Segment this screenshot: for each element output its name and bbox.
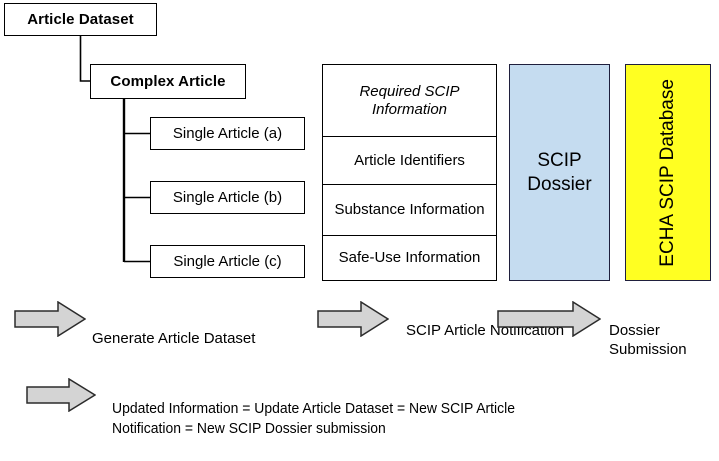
node-echa-scip-database-label: ECHA SCIP Database bbox=[657, 78, 679, 267]
scip-table-row-safe-use-information: Safe-Use Information bbox=[323, 236, 496, 280]
scip-table-row-safe-use-information-label: Safe-Use Information bbox=[338, 249, 481, 267]
scip-table-header-label: Required SCIP Information bbox=[359, 82, 460, 118]
node-single-article-c-label: Single Article (c) bbox=[173, 252, 282, 270]
node-echa-scip-database: ECHA SCIP Database bbox=[625, 64, 711, 281]
node-scip-dossier: SCIP Dossier bbox=[509, 64, 610, 281]
node-scip-dossier-label: SCIP Dossier bbox=[527, 149, 592, 195]
arrow-label-generate-text: Generate Article Dataset bbox=[92, 330, 256, 348]
right-arrow-icon-generate bbox=[14, 301, 86, 337]
node-single-article-b: Single Article (b) bbox=[150, 181, 305, 214]
scip-table-row-substance-information: Substance Information bbox=[323, 185, 496, 237]
scip-table-header: Required SCIP Information bbox=[323, 65, 496, 138]
arrow-label-generate: Generate Article Dataset bbox=[92, 312, 255, 349]
footnote-text: Updated Information = Update Article Dat… bbox=[112, 378, 515, 461]
node-single-article-a: Single Article (a) bbox=[150, 117, 305, 150]
right-arrow-icon-notification bbox=[317, 301, 389, 337]
footnote-line-1: Updated Information = Update Article Dat… bbox=[112, 399, 515, 417]
connector-lines bbox=[79, 36, 150, 263]
node-single-article-c: Single Article (c) bbox=[150, 245, 305, 278]
node-article-dataset-label: Article Dataset bbox=[27, 10, 134, 28]
arrow-label-submission: Dossier Submission bbox=[609, 304, 719, 359]
node-article-dataset: Article Dataset bbox=[4, 3, 157, 36]
right-arrow-icon-update bbox=[26, 378, 96, 412]
scip-table-row-article-identifiers: Article Identifiers bbox=[323, 137, 496, 185]
scip-table-row-substance-information-label: Substance Information bbox=[334, 201, 485, 219]
arrow-label-submission-text: Dossier Submission bbox=[609, 322, 687, 358]
footnote-line-2: Notification = New SCIP Dossier submissi… bbox=[112, 420, 386, 438]
node-single-article-b-label: Single Article (b) bbox=[172, 188, 283, 206]
scip-table-row-article-identifiers-label: Article Identifiers bbox=[354, 151, 465, 169]
node-complex-article: Complex Article bbox=[90, 64, 246, 99]
node-complex-article-label: Complex Article bbox=[110, 72, 226, 90]
right-arrow-icon-submission bbox=[497, 301, 601, 337]
scip-information-table: Required SCIP Information Article Identi… bbox=[322, 64, 497, 281]
diagram-canvas: Article Dataset Complex Article Single A… bbox=[4, 3, 719, 437]
node-single-article-a-label: Single Article (a) bbox=[172, 124, 283, 142]
